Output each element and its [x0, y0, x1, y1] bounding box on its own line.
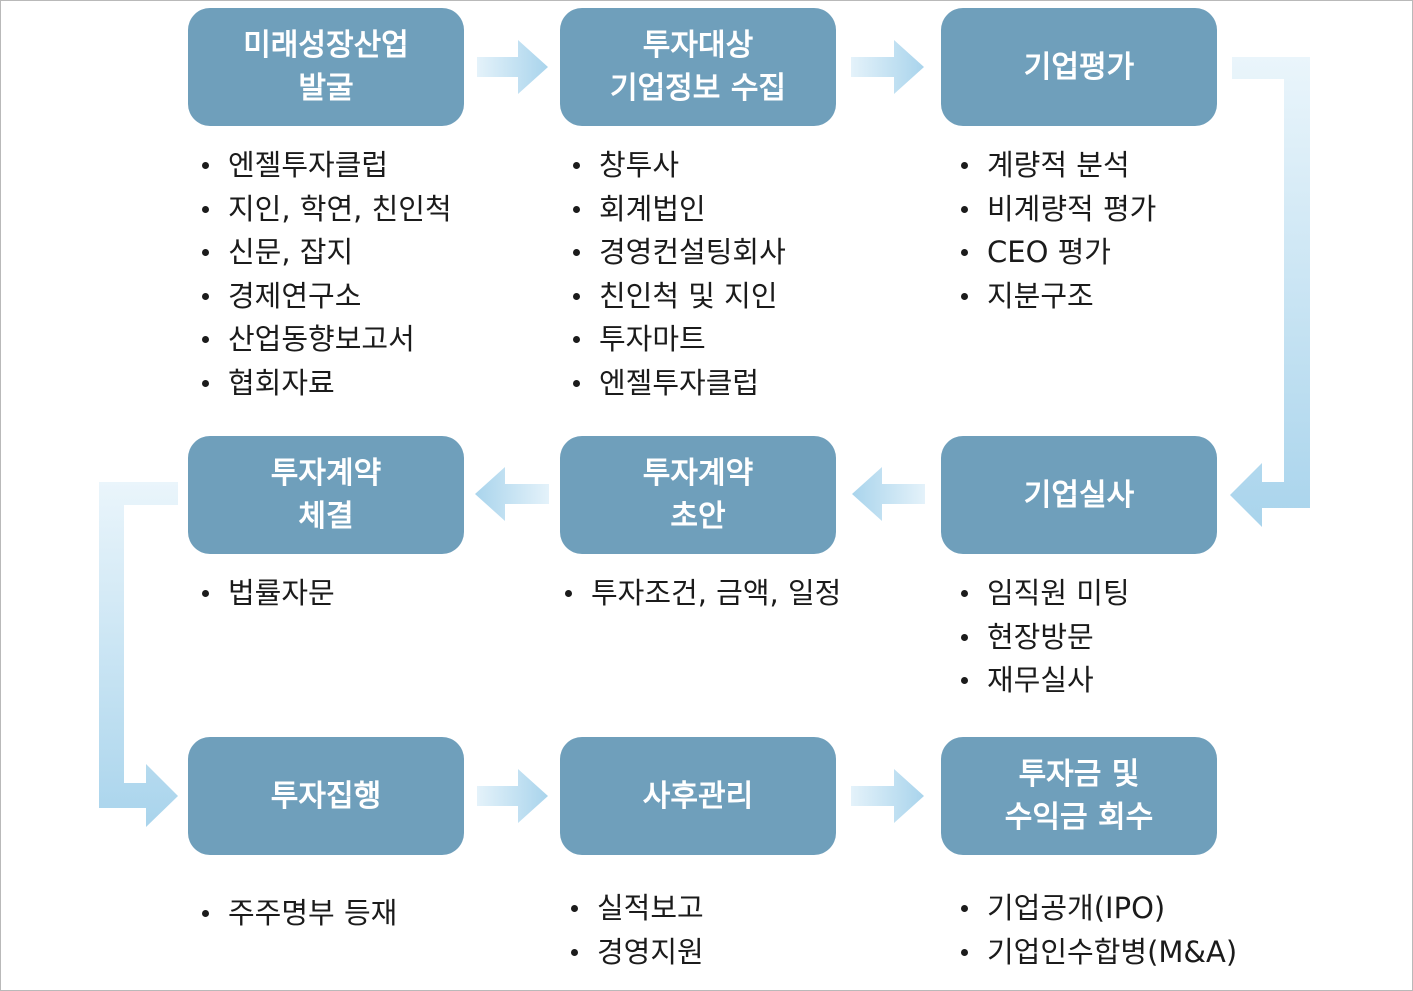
- list-item: 계량적 분석: [961, 144, 1156, 188]
- list-item: 기업공개(IPO): [961, 887, 1237, 931]
- list-item: 지인, 학연, 친인척: [202, 188, 452, 232]
- step-box-contract-signing: 투자계약 체결: [188, 436, 464, 554]
- step-list-info-collection: 창투사 회계법인 경영컨설팅회사 친인척 및 지인 투자마트 엔젤투자클럽: [573, 144, 786, 406]
- step-list-execution: 주주명부 등재: [202, 892, 397, 936]
- step-box-recovery: 투자금 및 수익금 회수: [941, 737, 1217, 855]
- list-item: 회계법인: [573, 188, 786, 232]
- step-title-line: 미래성장산업: [243, 28, 409, 63]
- step-title-line: 투자집행: [270, 778, 382, 814]
- step-box-execution: 투자집행: [188, 737, 464, 855]
- list-item: 지분구조: [961, 275, 1156, 319]
- step-title-line: 체결: [298, 499, 354, 534]
- arrow-left-4-5: [852, 467, 925, 521]
- list-item: 임직원 미팅: [961, 572, 1130, 616]
- step-box-info-collection: 투자대상 기업정보 수집: [560, 8, 836, 126]
- step-box-evaluation: 기업평가: [941, 8, 1217, 126]
- step-list-recovery: 기업공개(IPO) 기업인수합병(M&A): [961, 887, 1237, 974]
- list-item: 기업인수합병(M&A): [961, 931, 1237, 975]
- step-title-line: 수익금 회수: [1004, 800, 1154, 835]
- step-title-line: 초안: [670, 499, 726, 534]
- list-item: 엔젤투자클럽: [202, 144, 452, 188]
- step-title-line: 투자계약: [270, 456, 382, 491]
- step-list-evaluation: 계량적 분석 비계량적 평가 CEO 평가 지분구조: [961, 144, 1156, 318]
- list-item: 창투사: [573, 144, 786, 188]
- step-title-line: 투자계약: [642, 456, 754, 491]
- step-title-line: 발굴: [298, 71, 354, 106]
- step-list-post-management: 실적보고 경영지원: [571, 887, 704, 974]
- list-item: CEO 평가: [961, 231, 1156, 275]
- step-title-line: 기업평가: [1023, 49, 1135, 85]
- step-title-line: 투자금 및: [1018, 757, 1140, 792]
- list-item: 재무실사: [961, 659, 1130, 703]
- step-title-line: 기업실사: [1023, 477, 1135, 513]
- arrow-right-8-9: [851, 769, 924, 823]
- list-item: 협회자료: [202, 362, 452, 406]
- step-box-post-management: 사후관리: [560, 737, 836, 855]
- step-title-line: 사후관리: [642, 778, 754, 814]
- list-item: 법률자문: [202, 572, 335, 616]
- arrow-right-7-8: [477, 769, 548, 823]
- list-item: 투자마트: [573, 318, 786, 362]
- arrow-connector-3-4: [1230, 57, 1310, 527]
- step-list-contract-draft: 투자조건, 금액, 일정: [565, 572, 841, 616]
- step-box-contract-draft: 투자계약 초안: [560, 436, 836, 554]
- list-item: 현장방문: [961, 616, 1130, 660]
- list-item: 엔젤투자클럽: [573, 362, 786, 406]
- step-title-line: 기업정보 수집: [609, 71, 787, 106]
- step-box-discovery: 미래성장산업 발굴: [188, 8, 464, 126]
- list-item: 신문, 잡지: [202, 231, 452, 275]
- arrow-left-5-6: [475, 467, 549, 521]
- list-item: 친인척 및 지인: [573, 275, 786, 319]
- list-item: 산업동향보고서: [202, 318, 452, 362]
- list-item: 비계량적 평가: [961, 188, 1156, 232]
- list-item: 투자조건, 금액, 일정: [565, 572, 841, 616]
- arrow-right-2-3: [851, 40, 924, 94]
- step-list-contract-signing: 법률자문: [202, 572, 335, 616]
- list-item: 실적보고: [571, 887, 704, 931]
- list-item: 경제연구소: [202, 275, 452, 319]
- step-list-discovery: 엔젤투자클럽 지인, 학연, 친인척 신문, 잡지 경제연구소 산업동향보고서 …: [202, 144, 452, 406]
- step-title-line: 투자대상: [642, 28, 754, 63]
- step-list-due-diligence: 임직원 미팅 현장방문 재무실사: [961, 572, 1130, 703]
- list-item: 경영지원: [571, 931, 704, 975]
- arrow-connector-6-7: [99, 482, 178, 827]
- arrow-right-1-2: [477, 40, 548, 94]
- step-box-due-diligence: 기업실사: [941, 436, 1217, 554]
- list-item: 주주명부 등재: [202, 892, 397, 936]
- list-item: 경영컨설팅회사: [573, 231, 786, 275]
